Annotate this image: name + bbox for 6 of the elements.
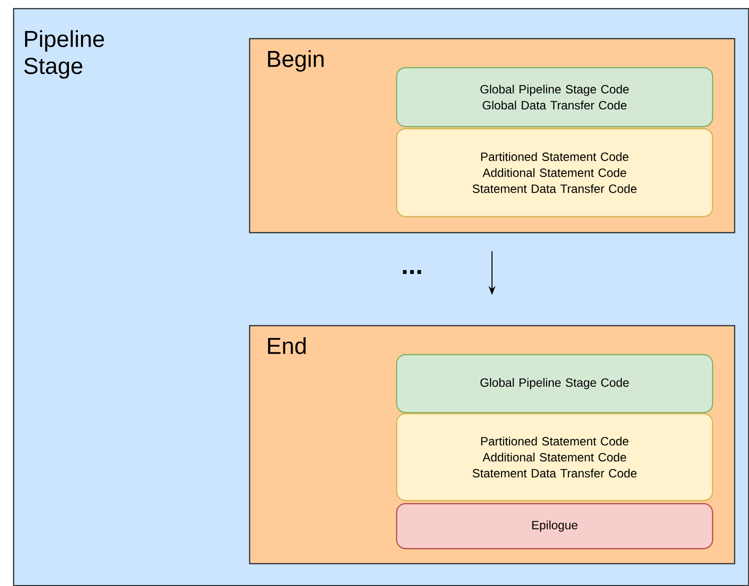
code-box: Global Pipeline Stage Code [396, 354, 714, 414]
epilogue-box: Epilogue [396, 503, 714, 550]
code-box: Partitioned Statement Code Additional Statement Code Statement Data Transfer Code [396, 413, 714, 502]
ellipsis: ... [402, 270, 422, 274]
code-box: Global Pipeline Stage Code Global Data Transfer Code [396, 67, 714, 128]
code-box: Partitioned Statement Code Additional Statement Code Statement Data Transfer Code [396, 128, 714, 218]
